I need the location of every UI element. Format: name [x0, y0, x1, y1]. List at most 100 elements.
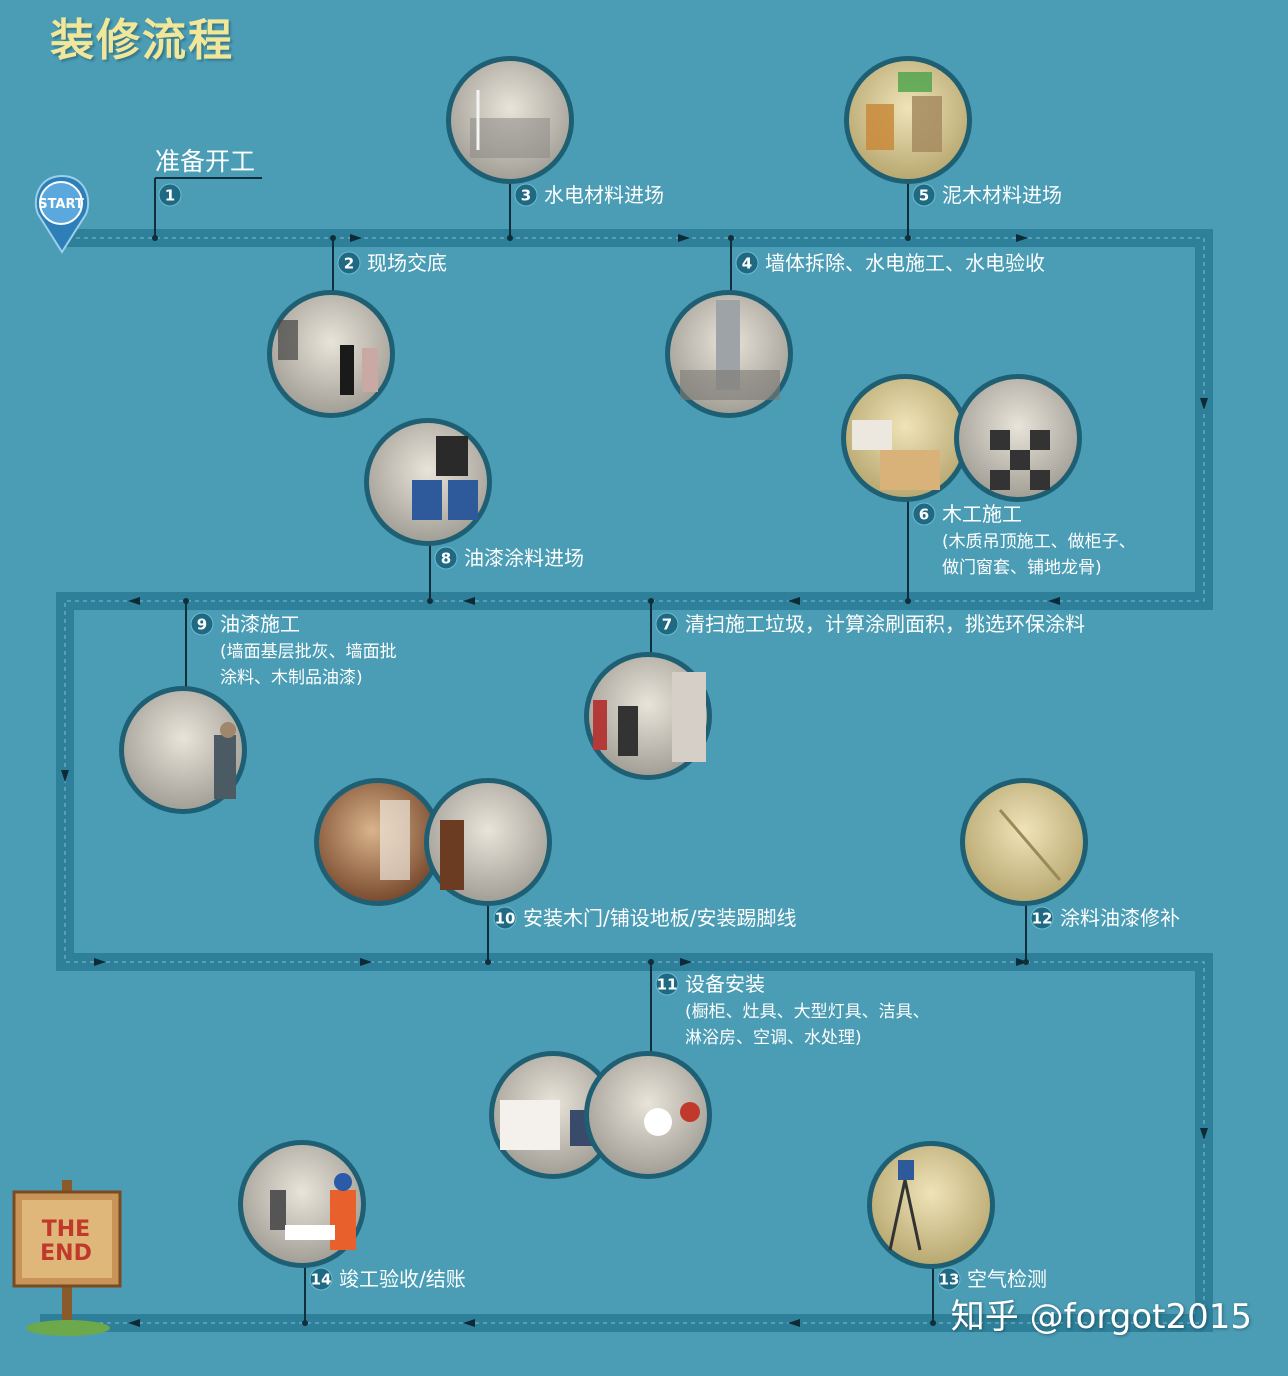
step-label: 油漆涂料进场: [464, 546, 584, 570]
step-7: 7 清扫施工垃圾，计算涂刷面积，挑选环保涂料: [655, 612, 1085, 636]
step-number-badge: [655, 972, 679, 996]
photo-circles: [119, 56, 1088, 1269]
step-number: 8: [441, 550, 451, 568]
step-label: 设备安装: [685, 972, 765, 996]
step-label: 安装木门/铺设地板/安装踢脚线: [523, 906, 796, 930]
step-label: 空气检测: [967, 1267, 1047, 1291]
step-number: 10: [495, 910, 516, 928]
arrow-left-icon: [128, 1319, 140, 1327]
step-number: 3: [521, 187, 531, 205]
arrow-right-icon: [1016, 958, 1028, 966]
step-number-badge: [158, 183, 182, 207]
arrow-left-icon: [128, 597, 140, 605]
photo-step-2: [267, 290, 395, 418]
arrow-right-icon: [360, 958, 372, 966]
step-label: 木工施工: [942, 502, 1022, 526]
step-number: 14: [311, 1271, 332, 1289]
step-number-badge: [912, 183, 936, 207]
end-label-line1: THE: [42, 1217, 90, 1242]
step-sublabel: 做门窗套、铺地龙骨): [942, 558, 1102, 578]
step-number: 13: [939, 1271, 960, 1289]
photo-step-13: [867, 1141, 995, 1269]
step-number: 7: [662, 616, 672, 634]
photo-step-11-right: [584, 1051, 712, 1179]
step-number: 4: [742, 255, 752, 273]
photo-step-6-right: [954, 374, 1082, 502]
step-sublabel: (橱柜、灶具、大型灯具、洁具、: [685, 1002, 930, 1022]
arrow-left-icon: [463, 597, 475, 605]
photo-step-5: [844, 56, 972, 184]
photo-step-10-right: [424, 778, 552, 906]
step-number-badge: [912, 502, 936, 526]
watermark: 知乎 @forgot2015: [950, 1297, 1252, 1337]
step-6: 6 木工施工 (木质吊顶施工、做柜子、做门窗套、铺地龙骨): [912, 502, 1136, 578]
start-marker: START: [34, 174, 90, 254]
step-sublabel: (墙面基层批灰、墙面批: [220, 642, 397, 662]
photo-step-4: [665, 290, 793, 418]
step-label: 水电材料进场: [544, 183, 664, 207]
step-number-badge: [190, 612, 214, 636]
arrow-right-icon: [350, 234, 362, 242]
direction-arrows: [61, 234, 1208, 1327]
step-number-badge: [493, 906, 517, 930]
step-number-badge: [337, 251, 361, 275]
step-number: 9: [197, 616, 207, 634]
step-number: 5: [919, 187, 929, 205]
prep-label: 准备开工: [155, 147, 255, 176]
step-sublabel: 涂料、木制品油漆): [220, 668, 363, 688]
arrow-right-icon: [680, 958, 692, 966]
arrow-right-icon: [678, 234, 690, 242]
step-8: 8 油漆涂料进场: [434, 546, 584, 570]
arrow-left-icon: [463, 1319, 475, 1327]
junction-dots: [152, 235, 1029, 1326]
arrow-left-icon: [1048, 597, 1060, 605]
step-2: 2 现场交底: [337, 251, 447, 275]
step-3: 3 水电材料进场: [514, 183, 664, 207]
arrow-left-icon: [788, 1319, 800, 1327]
arrow-right-icon: [94, 958, 106, 966]
step-number-badge: [655, 612, 679, 636]
step-label: 油漆施工: [220, 612, 300, 636]
photo-step-3: [446, 56, 574, 184]
step-10: 10 安装木门/铺设地板/安装踢脚线: [493, 906, 796, 930]
end-sign: THE END: [12, 1180, 122, 1336]
step-number-badge: [735, 251, 759, 275]
step-number: 12: [1032, 910, 1053, 928]
step-label: 墙体拆除、水电施工、水电验收: [765, 251, 1045, 275]
photo-step-12: [960, 778, 1088, 906]
connector-lines: [154, 177, 1027, 1323]
step-label: 现场交底: [367, 251, 447, 275]
step-sublabel: 淋浴房、空调、水处理): [685, 1028, 862, 1048]
step-number-badge: [937, 1267, 961, 1291]
start-label: START: [38, 197, 84, 212]
step-4: 4 墙体拆除、水电施工、水电验收: [735, 251, 1045, 275]
photo-step-8: [364, 418, 492, 546]
step-label: 清扫施工垃圾，计算涂刷面积，挑选环保涂料: [685, 612, 1085, 636]
step-label: 涂料油漆修补: [1060, 906, 1180, 930]
arrow-right-icon: [1016, 234, 1028, 242]
step-12: 12 涂料油漆修补: [1030, 906, 1180, 930]
step-13: 13 空气检测: [937, 1267, 1047, 1291]
arrow-left-icon: [788, 597, 800, 605]
photo-step-7: [584, 652, 712, 780]
step-sublabel: (木质吊顶施工、做柜子、: [942, 532, 1136, 552]
step-number-badge: [1030, 906, 1054, 930]
photo-step-14: [238, 1140, 366, 1268]
photo-step-6-left: [841, 374, 969, 502]
step-number: 2: [344, 255, 354, 273]
photo-step-9: [119, 686, 247, 814]
page-title: 装修流程: [50, 15, 234, 66]
step-1: 1: [158, 183, 182, 207]
step-number-badge: [309, 1267, 333, 1291]
step-number: 6: [919, 506, 929, 524]
step-number-badge: [514, 183, 538, 207]
photo-step-10-left: [314, 778, 442, 906]
step-number-badge: [434, 546, 458, 570]
arrow-down-icon: [1200, 398, 1208, 410]
